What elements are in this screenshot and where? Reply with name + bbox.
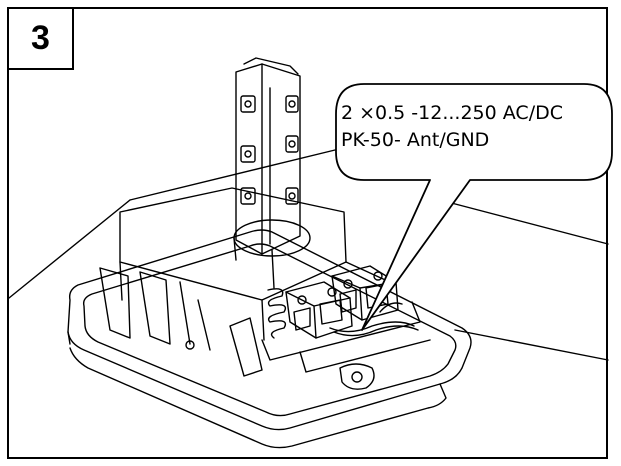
step-number: 3	[31, 19, 50, 57]
terminal-block-left	[285, 281, 353, 339]
callout-terminal-line: PK-50- Ant/GND	[341, 129, 490, 151]
figure-frame	[7, 7, 608, 459]
step-number-badge: 3	[7, 7, 74, 70]
antenna-mast	[235, 57, 301, 255]
callout-text: 2 ×0.5 -12...250 AC/DC PK-50- Ant/GND	[341, 100, 611, 154]
connection-cable	[329, 302, 419, 337]
base-plate	[67, 229, 472, 449]
antenna-coil	[267, 249, 287, 339]
callout-bubble	[335, 83, 613, 331]
housing-body	[99, 187, 431, 377]
wall-surface-lines	[8, 149, 609, 361]
callout-spec-line: 2 ×0.5 -12...250 AC/DC	[341, 102, 563, 124]
